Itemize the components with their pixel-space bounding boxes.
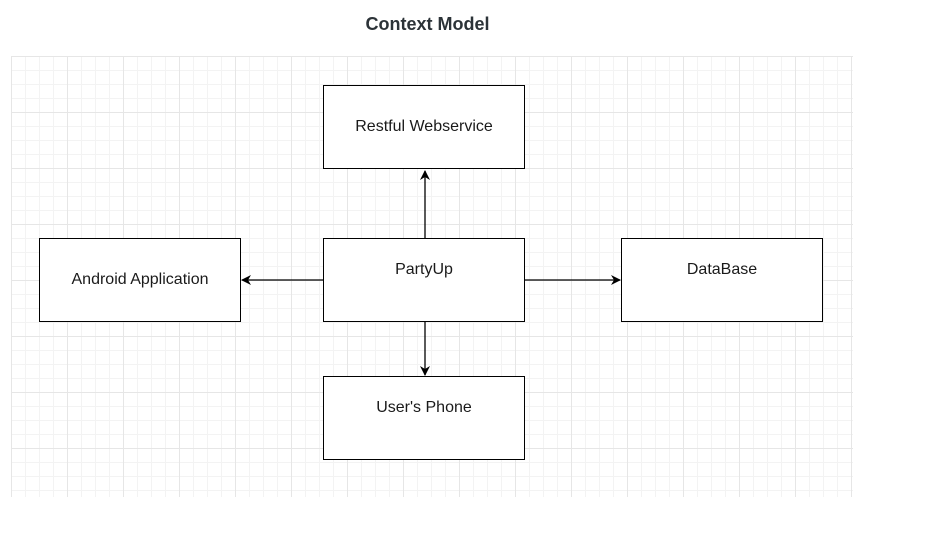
- node-database-label: DataBase: [686, 261, 758, 278]
- node-users-phone-label: User's Phone: [376, 399, 472, 416]
- node-database[interactable]: DataBase: [621, 238, 823, 322]
- node-partyup-label: PartyUp: [395, 261, 453, 278]
- page-title: Context Model: [365, 14, 490, 34]
- node-partyup[interactable]: PartyUp: [323, 238, 525, 322]
- connector-layer: [241, 170, 621, 376]
- node-users-phone[interactable]: User's Phone: [323, 376, 525, 460]
- diagram-canvas: Restful Webservice PartyUp Android Appli…: [11, 56, 853, 497]
- node-android-application[interactable]: Android Application: [39, 238, 241, 322]
- node-android-application-label: Android Application: [71, 271, 209, 288]
- node-restful-webservice[interactable]: Restful Webservice: [323, 85, 525, 169]
- node-restful-webservice-label: Restful Webservice: [355, 118, 493, 135]
